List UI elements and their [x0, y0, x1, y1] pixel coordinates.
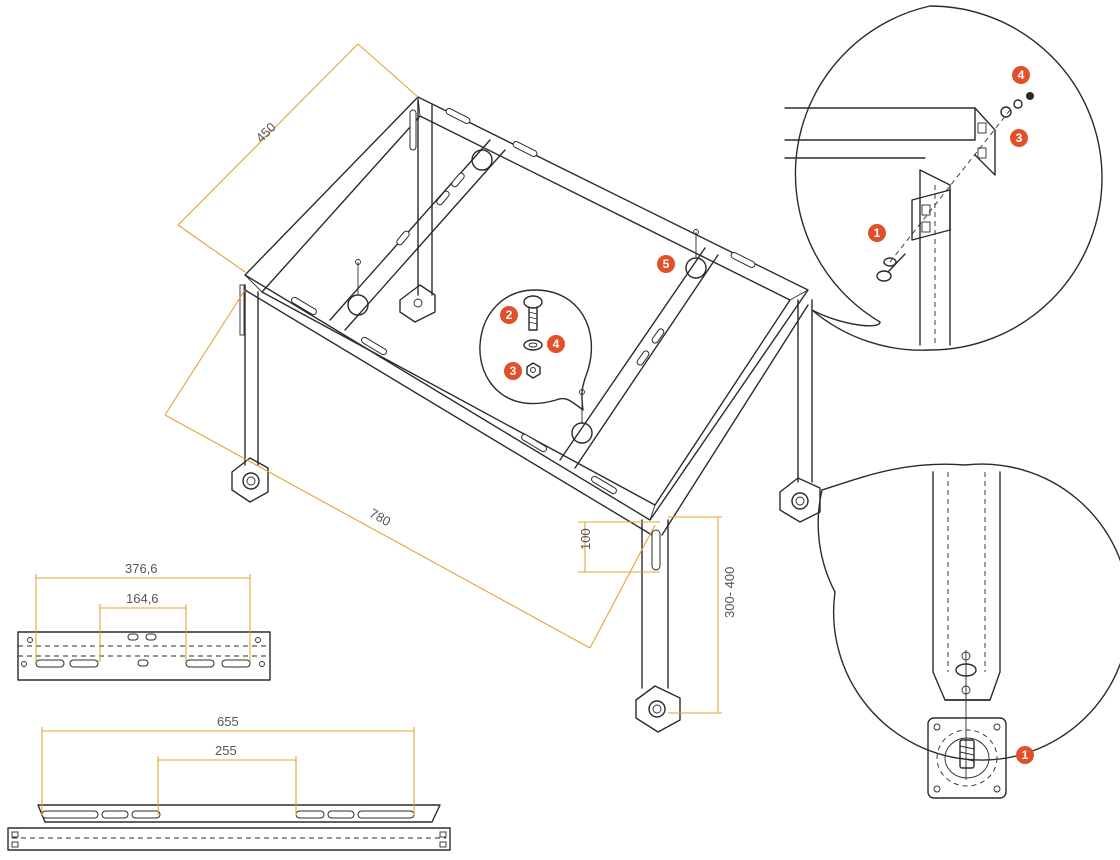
leg-adjust-label: 100 — [578, 528, 593, 550]
detail-badge-bolt: 1 — [868, 224, 886, 242]
leg-front-right — [635, 519, 681, 733]
nut-icon — [526, 362, 541, 379]
detail-badge-washer: 4 — [1012, 66, 1030, 84]
svg-text:3: 3 — [510, 364, 517, 378]
dimension-length: 780 — [164, 289, 656, 649]
svg-text:4: 4 — [1018, 68, 1025, 82]
svg-text:5: 5 — [663, 257, 670, 271]
bolt-icon — [523, 295, 543, 331]
length-label: 780 — [367, 505, 393, 529]
detail-foot: 1 — [817, 463, 1120, 799]
main-frame — [231, 96, 821, 733]
badge-washer: 4 — [547, 335, 565, 353]
depth-label: 450 — [253, 119, 279, 145]
washer-icon — [523, 339, 543, 351]
leg-front-left — [231, 284, 269, 503]
dimension-leg-adjust: 100 — [578, 521, 660, 573]
detail-nut-icon — [1000, 92, 1034, 118]
svg-text:2: 2 — [506, 308, 513, 322]
svg-text:1: 1 — [874, 226, 881, 240]
detail-bolt-icon — [876, 253, 906, 282]
short-rail-inner-label: 164,6 — [126, 591, 159, 606]
detail-badge-nut: 3 — [1010, 129, 1028, 147]
detail-corner-joint: 1 4 3 — [784, 5, 1103, 351]
cross-rail-right — [559, 229, 719, 469]
leg-back-right — [779, 299, 821, 523]
badge-bolt: 2 — [500, 306, 518, 324]
dimension-height: 300- 400 — [668, 516, 737, 714]
short-rail-profile: 376,6 164,6 — [17, 561, 271, 681]
detail-badge-foot: 1 — [1016, 746, 1034, 764]
cross-rail-left — [329, 139, 506, 331]
long-rail-inner-label: 255 — [215, 743, 237, 758]
short-rail-outer-label: 376,6 — [125, 561, 158, 576]
long-rail-outer-label: 655 — [217, 714, 239, 729]
height-range-label: 300- 400 — [722, 567, 737, 618]
hardware-callout: 2 4 3 — [479, 289, 593, 411]
svg-text:4: 4 — [553, 337, 560, 351]
badge-nut: 3 — [504, 362, 522, 380]
badge-bracket: 5 — [657, 255, 675, 273]
long-rail-profile: 655 255 — [7, 714, 451, 851]
svg-text:1: 1 — [1022, 748, 1029, 762]
leg-back-left — [399, 99, 436, 323]
svg-text:3: 3 — [1016, 131, 1023, 145]
